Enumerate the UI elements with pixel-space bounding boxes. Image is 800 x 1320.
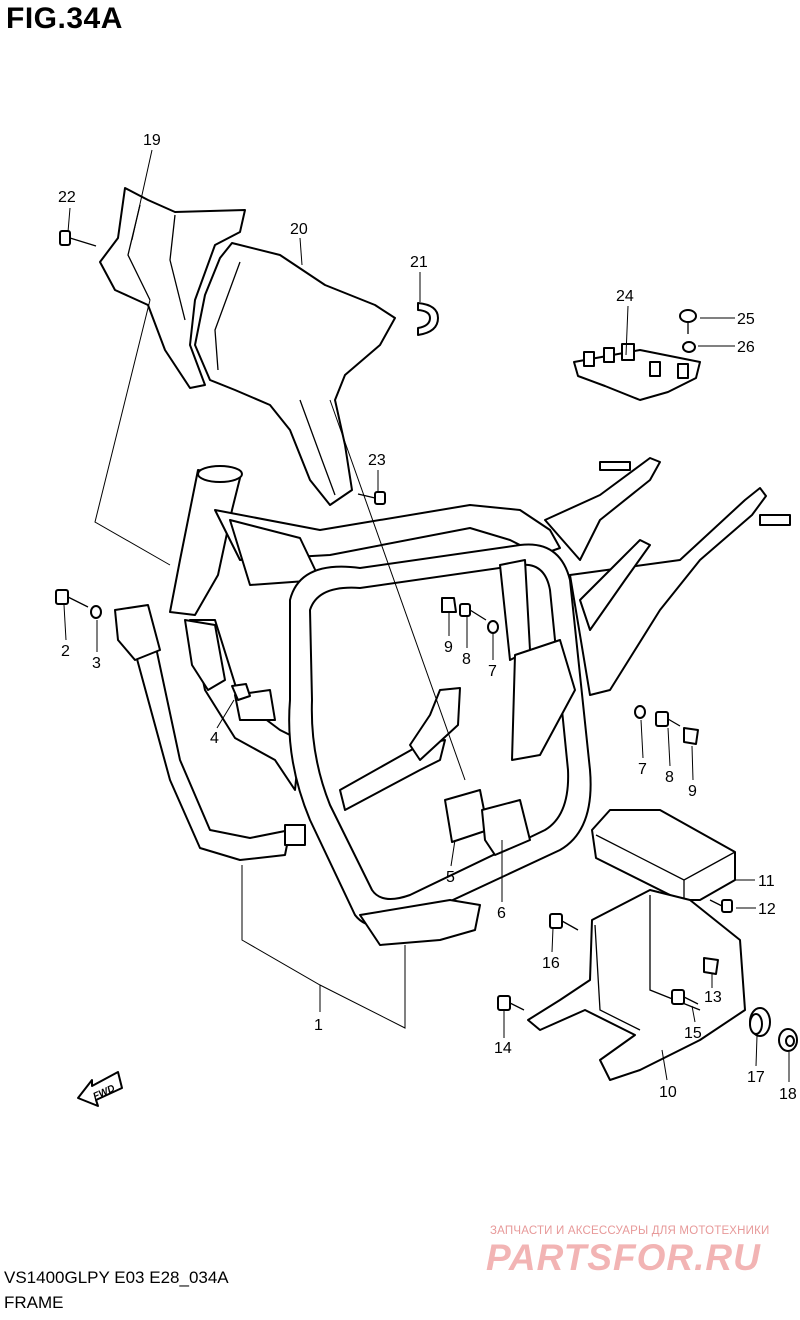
part-9-nut-right — [683, 727, 699, 745]
callout-13: 13 — [704, 989, 722, 1006]
part-11-module — [591, 809, 736, 901]
part-8-bolt-center — [459, 603, 487, 621]
callout-11: 11 — [758, 873, 775, 890]
watermark-tagline: ЗАПЧАСТИ И АКСЕССУАРЫ ДЛЯ МОТОТЕХНИКИ — [490, 1225, 770, 1237]
leader-lines — [63, 149, 790, 1082]
callout-8-right: 8 — [665, 769, 674, 786]
model-code: VS1400GLPY E03 E28_034A — [4, 1268, 229, 1287]
callout-25: 25 — [737, 311, 755, 328]
callout-9-right: 9 — [688, 783, 697, 800]
callout-22: 22 — [58, 189, 76, 206]
part-1-main-frame — [114, 457, 791, 946]
callout-7-center: 7 — [488, 663, 497, 680]
part-21-clip — [417, 302, 439, 336]
callout-9-center: 9 — [444, 639, 453, 656]
callout-5: 5 — [446, 869, 455, 886]
part-9-nut-center — [441, 597, 457, 613]
part-22-screw — [59, 230, 97, 247]
fwd-arrow: FWD — [77, 1071, 123, 1107]
callout-10: 10 — [659, 1084, 677, 1101]
part-3-washer — [90, 605, 102, 619]
part-13-nut — [703, 957, 719, 975]
figure-title: FIG.34A — [6, 2, 123, 35]
callout-17: 17 — [747, 1069, 765, 1086]
callout-16: 16 — [542, 955, 560, 972]
part-15-bolt — [671, 989, 699, 1005]
part-7-washer-center — [487, 620, 499, 634]
watermark-brand: PARTSFOR.RU — [486, 1237, 761, 1278]
part-24-bracket — [573, 343, 701, 401]
callout-26: 26 — [737, 339, 755, 356]
callout-1: 1 — [314, 1017, 323, 1034]
callout-8-center: 8 — [462, 651, 471, 668]
part-8-bolt-right — [655, 711, 681, 727]
callout-labels: 19 22 20 21 24 25 26 23 2 3 4 9 8 7 7 8 … — [58, 132, 797, 1103]
callout-7-right: 7 — [638, 761, 647, 778]
callout-24: 24 — [616, 288, 634, 305]
callout-6: 6 — [497, 905, 506, 922]
part-4-nut — [231, 683, 251, 701]
callout-15: 15 — [684, 1025, 702, 1042]
callout-20: 20 — [290, 221, 308, 238]
callout-19: 19 — [143, 132, 161, 149]
part-16-bolt — [549, 913, 579, 931]
part-18-collar — [778, 1028, 798, 1052]
part-14-bolt — [497, 995, 525, 1011]
callout-12: 12 — [758, 901, 776, 918]
callout-21: 21 — [410, 254, 428, 271]
part-12-bolt — [709, 899, 733, 913]
part-26-nut — [682, 341, 696, 353]
section-name: FRAME — [4, 1293, 64, 1312]
callout-2: 2 — [61, 643, 70, 660]
part-2-bolt — [55, 589, 89, 608]
callout-3: 3 — [92, 655, 101, 672]
part-20-side-cover — [194, 242, 396, 506]
callout-18: 18 — [779, 1086, 797, 1103]
callout-14: 14 — [494, 1040, 512, 1057]
part-7-washer-right — [634, 705, 646, 719]
callout-23: 23 — [368, 452, 386, 469]
part-23-bolt — [357, 491, 386, 505]
part-25-screw — [679, 309, 697, 334]
part-17-grommet — [749, 1007, 771, 1037]
callout-4: 4 — [210, 730, 219, 747]
